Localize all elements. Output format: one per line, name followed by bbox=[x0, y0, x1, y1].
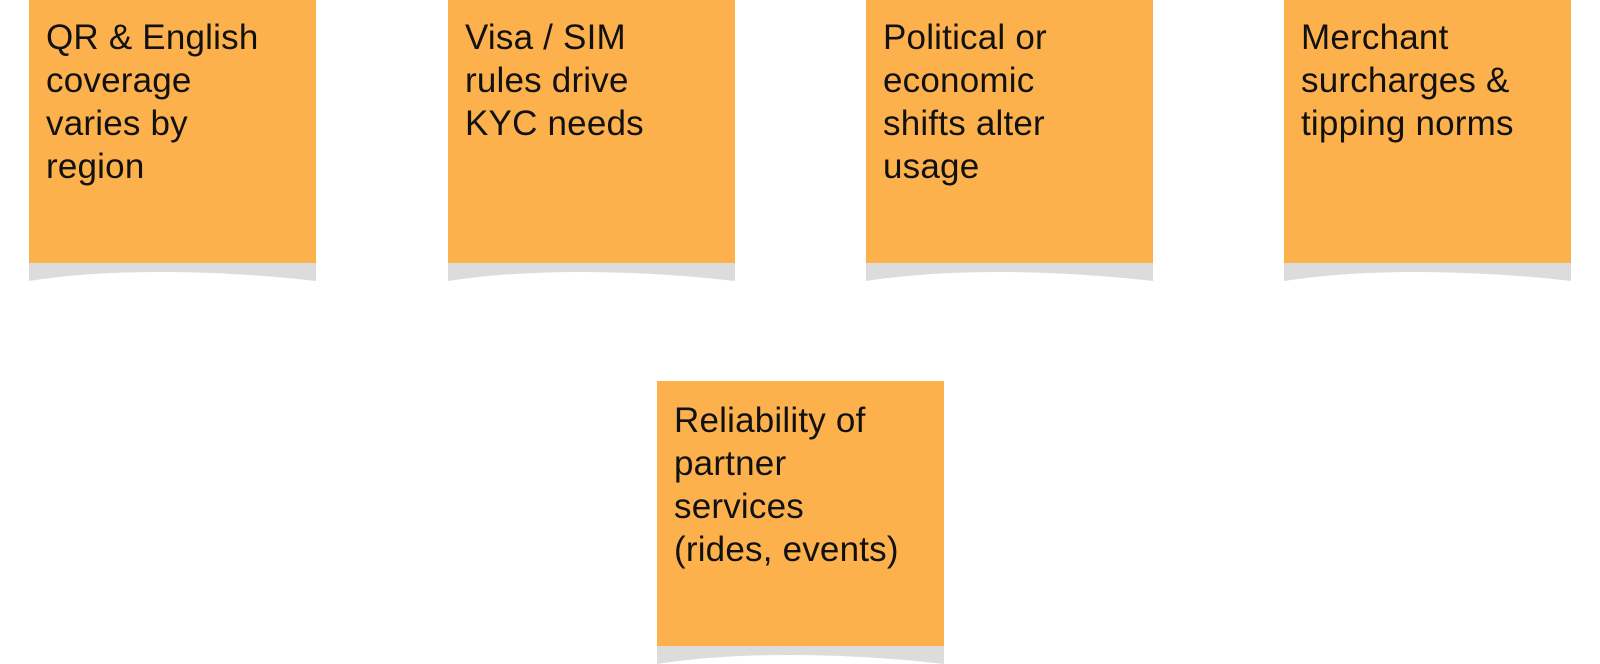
sticky-note-shadow bbox=[866, 263, 1153, 281]
sticky-note[interactable]: Political or economic shifts alter usage bbox=[866, 0, 1153, 281]
sticky-note-text: Reliability of partner services (rides, … bbox=[657, 381, 944, 646]
sticky-note[interactable]: Merchant surcharges & tipping norms bbox=[1284, 0, 1571, 281]
sticky-note[interactable]: QR & English coverage varies by region bbox=[29, 0, 316, 281]
sticky-note-text: QR & English coverage varies by region bbox=[29, 0, 316, 263]
sticky-note-shadow bbox=[657, 646, 944, 664]
sticky-note-text: Visa / SIM rules drive KYC needs bbox=[448, 0, 735, 263]
sticky-note-shadow bbox=[29, 263, 316, 281]
sticky-note[interactable]: Visa / SIM rules drive KYC needs bbox=[448, 0, 735, 281]
sticky-note-text: Merchant surcharges & tipping norms bbox=[1284, 0, 1571, 263]
sticky-note[interactable]: Reliability of partner services (rides, … bbox=[657, 381, 944, 664]
sticky-note-text: Political or economic shifts alter usage bbox=[866, 0, 1153, 263]
sticky-note-shadow bbox=[1284, 263, 1571, 281]
sticky-note-shadow bbox=[448, 263, 735, 281]
